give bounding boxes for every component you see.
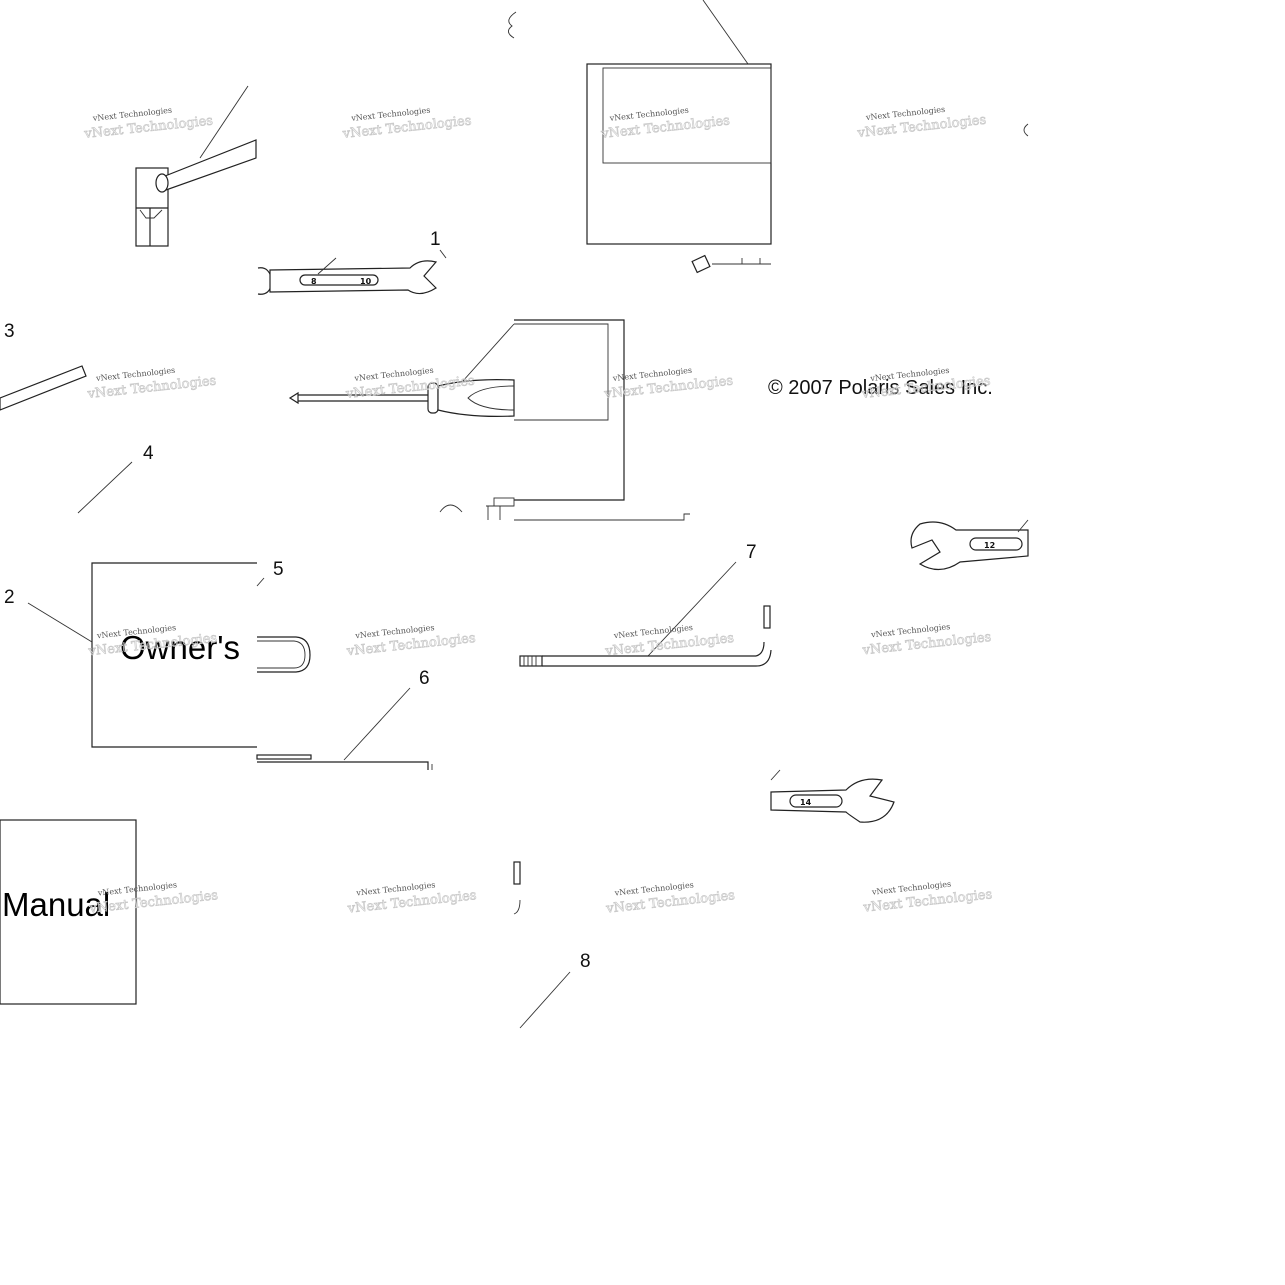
tool-pouch-fragment bbox=[508, 0, 772, 274]
watermark: vNext Technologies vNext Technologies bbox=[603, 623, 735, 660]
callout-8: 8 bbox=[580, 951, 591, 972]
extension-rod bbox=[0, 365, 87, 411]
wrench-8-10: 8 10 bbox=[257, 257, 438, 295]
callout-2: 2 bbox=[4, 587, 15, 608]
watermarks: vNext Technologies vNext Technologies vN… bbox=[82, 105, 994, 917]
watermark: vNext Technologies vNext Technologies bbox=[82, 106, 214, 143]
edge-fragment bbox=[1023, 123, 1029, 137]
callout-3: 3 bbox=[4, 321, 15, 342]
callout-7: 7 bbox=[746, 542, 757, 563]
owners-manual: Owner's Manual bbox=[0, 562, 257, 1005]
watermark: vNext Technologies vNext Technologies bbox=[346, 880, 478, 917]
manual-title-line2: Manual bbox=[2, 886, 110, 923]
wrench-12: 12 bbox=[910, 519, 1029, 571]
tool-bag bbox=[439, 319, 690, 521]
callout-4: 4 bbox=[143, 443, 154, 464]
wrench-size-left-label: 8 bbox=[311, 277, 317, 286]
socket-wrench bbox=[135, 85, 257, 247]
watermark: vNext Technologies vNext Technologies bbox=[345, 623, 477, 660]
watermark: vNext Technologies vNext Technologies bbox=[862, 879, 994, 916]
watermark: vNext Technologies vNext Technologies bbox=[341, 106, 473, 143]
callout-5: 5 bbox=[273, 559, 284, 580]
watermark: vNext Technologies vNext Technologies bbox=[87, 880, 219, 917]
copyright-notice: © 2007 Polaris Sales Inc. bbox=[768, 377, 993, 399]
hex-key-6 bbox=[256, 754, 433, 770]
bag-fragment bbox=[513, 861, 521, 915]
screwdriver bbox=[288, 323, 515, 417]
manual-title-line1: Owner's bbox=[120, 629, 240, 666]
wrench-14-size-label: 14 bbox=[800, 798, 812, 807]
watermark: vNext Technologies vNext Technologies bbox=[856, 105, 988, 142]
tie-strap bbox=[257, 636, 311, 673]
watermark: vNext Technologies vNext Technologies bbox=[861, 622, 993, 659]
wrench-12-size-label: 12 bbox=[984, 541, 995, 550]
wrench-14: 14 bbox=[770, 769, 895, 823]
callout-6: 6 bbox=[419, 668, 430, 689]
watermark: vNext Technologies vNext Technologies bbox=[604, 880, 736, 917]
watermark: vNext Technologies vNext Technologies bbox=[86, 366, 218, 403]
watermark: vNext Technologies vNext Technologies bbox=[599, 106, 731, 143]
callout-1: 1 bbox=[430, 229, 441, 250]
wrench-size-right-label: 10 bbox=[360, 277, 372, 286]
watermark: vNext Technologies vNext Technologies bbox=[602, 366, 734, 403]
hex-key-7 bbox=[519, 605, 772, 667]
